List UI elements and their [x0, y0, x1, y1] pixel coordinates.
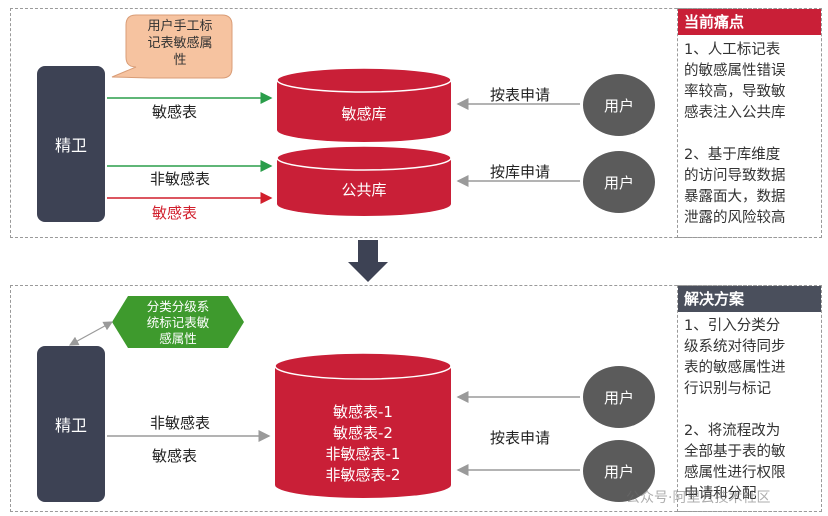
bottom-user-2: 用户: [583, 440, 655, 502]
db-item-2: 敏感表-2: [333, 424, 393, 442]
db-combined-top: [274, 352, 452, 380]
top-user-2: 用户: [583, 151, 655, 213]
down-arrow-icon: [348, 240, 388, 282]
db-public-label: 公共库: [341, 181, 387, 199]
db-item-4: 非敏感表-2: [325, 466, 401, 484]
bottom-user-1: 用户: [583, 366, 655, 428]
db-public-body: [277, 158, 451, 216]
label-request-by-table: 按表申请: [490, 86, 551, 104]
label-request-by-db: 按库申请: [490, 163, 551, 181]
top-app-jingwei: 精卫: [37, 66, 105, 222]
db-sensitive-label: 敏感库: [341, 105, 387, 123]
label-sensitive-table-red: 敏感表: [152, 204, 198, 222]
bottom-side-box: [677, 285, 822, 512]
label-sensitive-table: 敏感表: [152, 103, 198, 121]
db-item-1: 敏感表-1: [333, 403, 393, 421]
db-combined-list: 敏感表-1 敏感表-2 非敏感表-1 非敏感表-2: [275, 402, 451, 486]
bottom-side-title: 解决方案: [678, 286, 821, 312]
bottom-app-jingwei: 精卫: [37, 346, 105, 502]
top-side-box: [677, 8, 822, 238]
db-public-top: [276, 145, 452, 171]
label-bottom-nonsensitive: 非敏感表: [150, 414, 211, 432]
db-item-3: 非敏感表-1: [325, 445, 401, 463]
bottom-note-text: 分类分级系 统标记表敏 感属性: [146, 299, 210, 346]
top-note-text: 用户手工标 记表敏感属 性: [147, 19, 213, 68]
db-combined-body: [275, 366, 451, 498]
top-side-title: 当前痛点: [678, 9, 821, 35]
db-sensitive-body: [277, 80, 451, 142]
top-side-text: 1、人工标记表 的敏感属性错误 率较高，导致敏 感表注入公共库 2、基于库维度 …: [684, 42, 786, 226]
label-bottom-request-by-table: 按表申请: [490, 429, 551, 447]
bottom-side-text: 1、引入分类分 级系统对待同步 表的敏感属性进 行识别与标记 2、将流程改为 全…: [684, 318, 786, 502]
top-user-1: 用户: [583, 74, 655, 136]
arrow-hexagon-app: [68, 321, 114, 346]
watermark: 公众号·阿里云技术社区: [626, 490, 771, 506]
label-nonsensitive-table: 非敏感表: [150, 170, 211, 188]
label-bottom-sensitive: 敏感表: [152, 447, 198, 465]
db-sensitive-top: [276, 67, 452, 93]
bottom-note-hexagon: [112, 296, 244, 348]
